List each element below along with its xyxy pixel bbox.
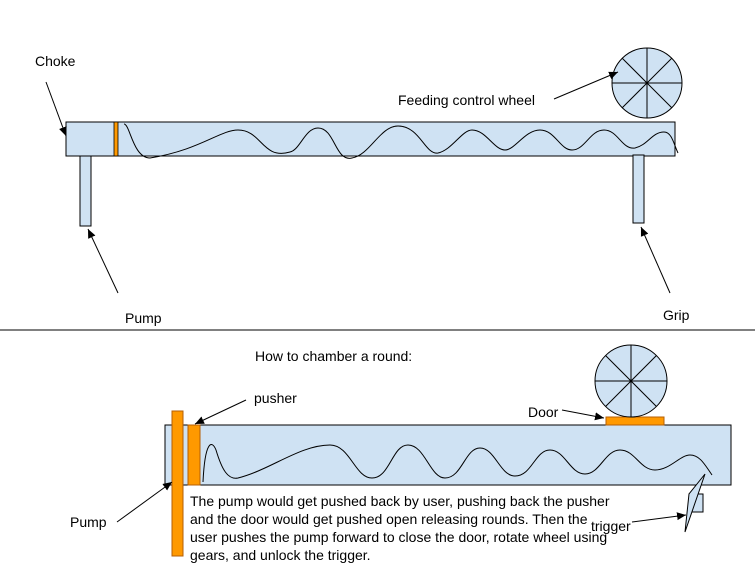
feeding-wheel-arrow — [553, 71, 619, 100]
pusher-label: pusher — [254, 390, 297, 406]
grip-label: Grip — [663, 307, 690, 323]
top-pump-label: Pump — [125, 310, 162, 326]
grip-arrow — [640, 226, 671, 294]
wheel-spoke — [605, 380, 632, 407]
pusher — [187, 424, 201, 486]
wheel-spoke — [605, 355, 632, 382]
mechanism-description: The pump would get pushed back by user, … — [190, 493, 610, 563]
wheel-spoke — [630, 380, 657, 407]
feeding-control-wheel-label: Feeding control wheel — [398, 92, 535, 108]
door — [605, 416, 665, 426]
section-heading: How to chamber a round: — [255, 348, 413, 364]
top-pump-arrow — [87, 228, 119, 294]
choke-arrow — [45, 81, 67, 137]
bottom-pump-arrow — [116, 481, 173, 523]
trigger-label: trigger — [591, 518, 631, 534]
top-grip-rod — [632, 154, 645, 224]
bottom-pump-label: Pump — [70, 514, 107, 530]
top-pump-rod — [79, 155, 92, 227]
wheel-spoke — [646, 82, 673, 109]
bottom-spring-wave — [202, 444, 713, 483]
wheel-spoke — [646, 57, 673, 84]
door-arrow — [561, 409, 605, 421]
top-spring-wave — [123, 123, 679, 159]
top-pusher — [113, 121, 119, 157]
door-label: Door — [528, 404, 559, 420]
bottom-pump-plate — [171, 410, 184, 557]
top-diagram — [45, 47, 683, 294]
trigger-arrow — [631, 512, 687, 523]
wheel-spoke — [621, 57, 648, 84]
wheel-spoke — [630, 355, 657, 382]
bottom-barrel — [164, 424, 732, 486]
pusher-arrow — [194, 399, 247, 425]
top-feeding-control-wheel — [611, 47, 683, 119]
trigger — [684, 473, 706, 533]
wheel-spoke — [621, 82, 648, 109]
bottom-feeding-control-wheel — [594, 344, 668, 418]
bottom-diagram — [116, 344, 732, 557]
top-barrel — [65, 121, 676, 157]
choke-label: Choke — [35, 53, 76, 69]
